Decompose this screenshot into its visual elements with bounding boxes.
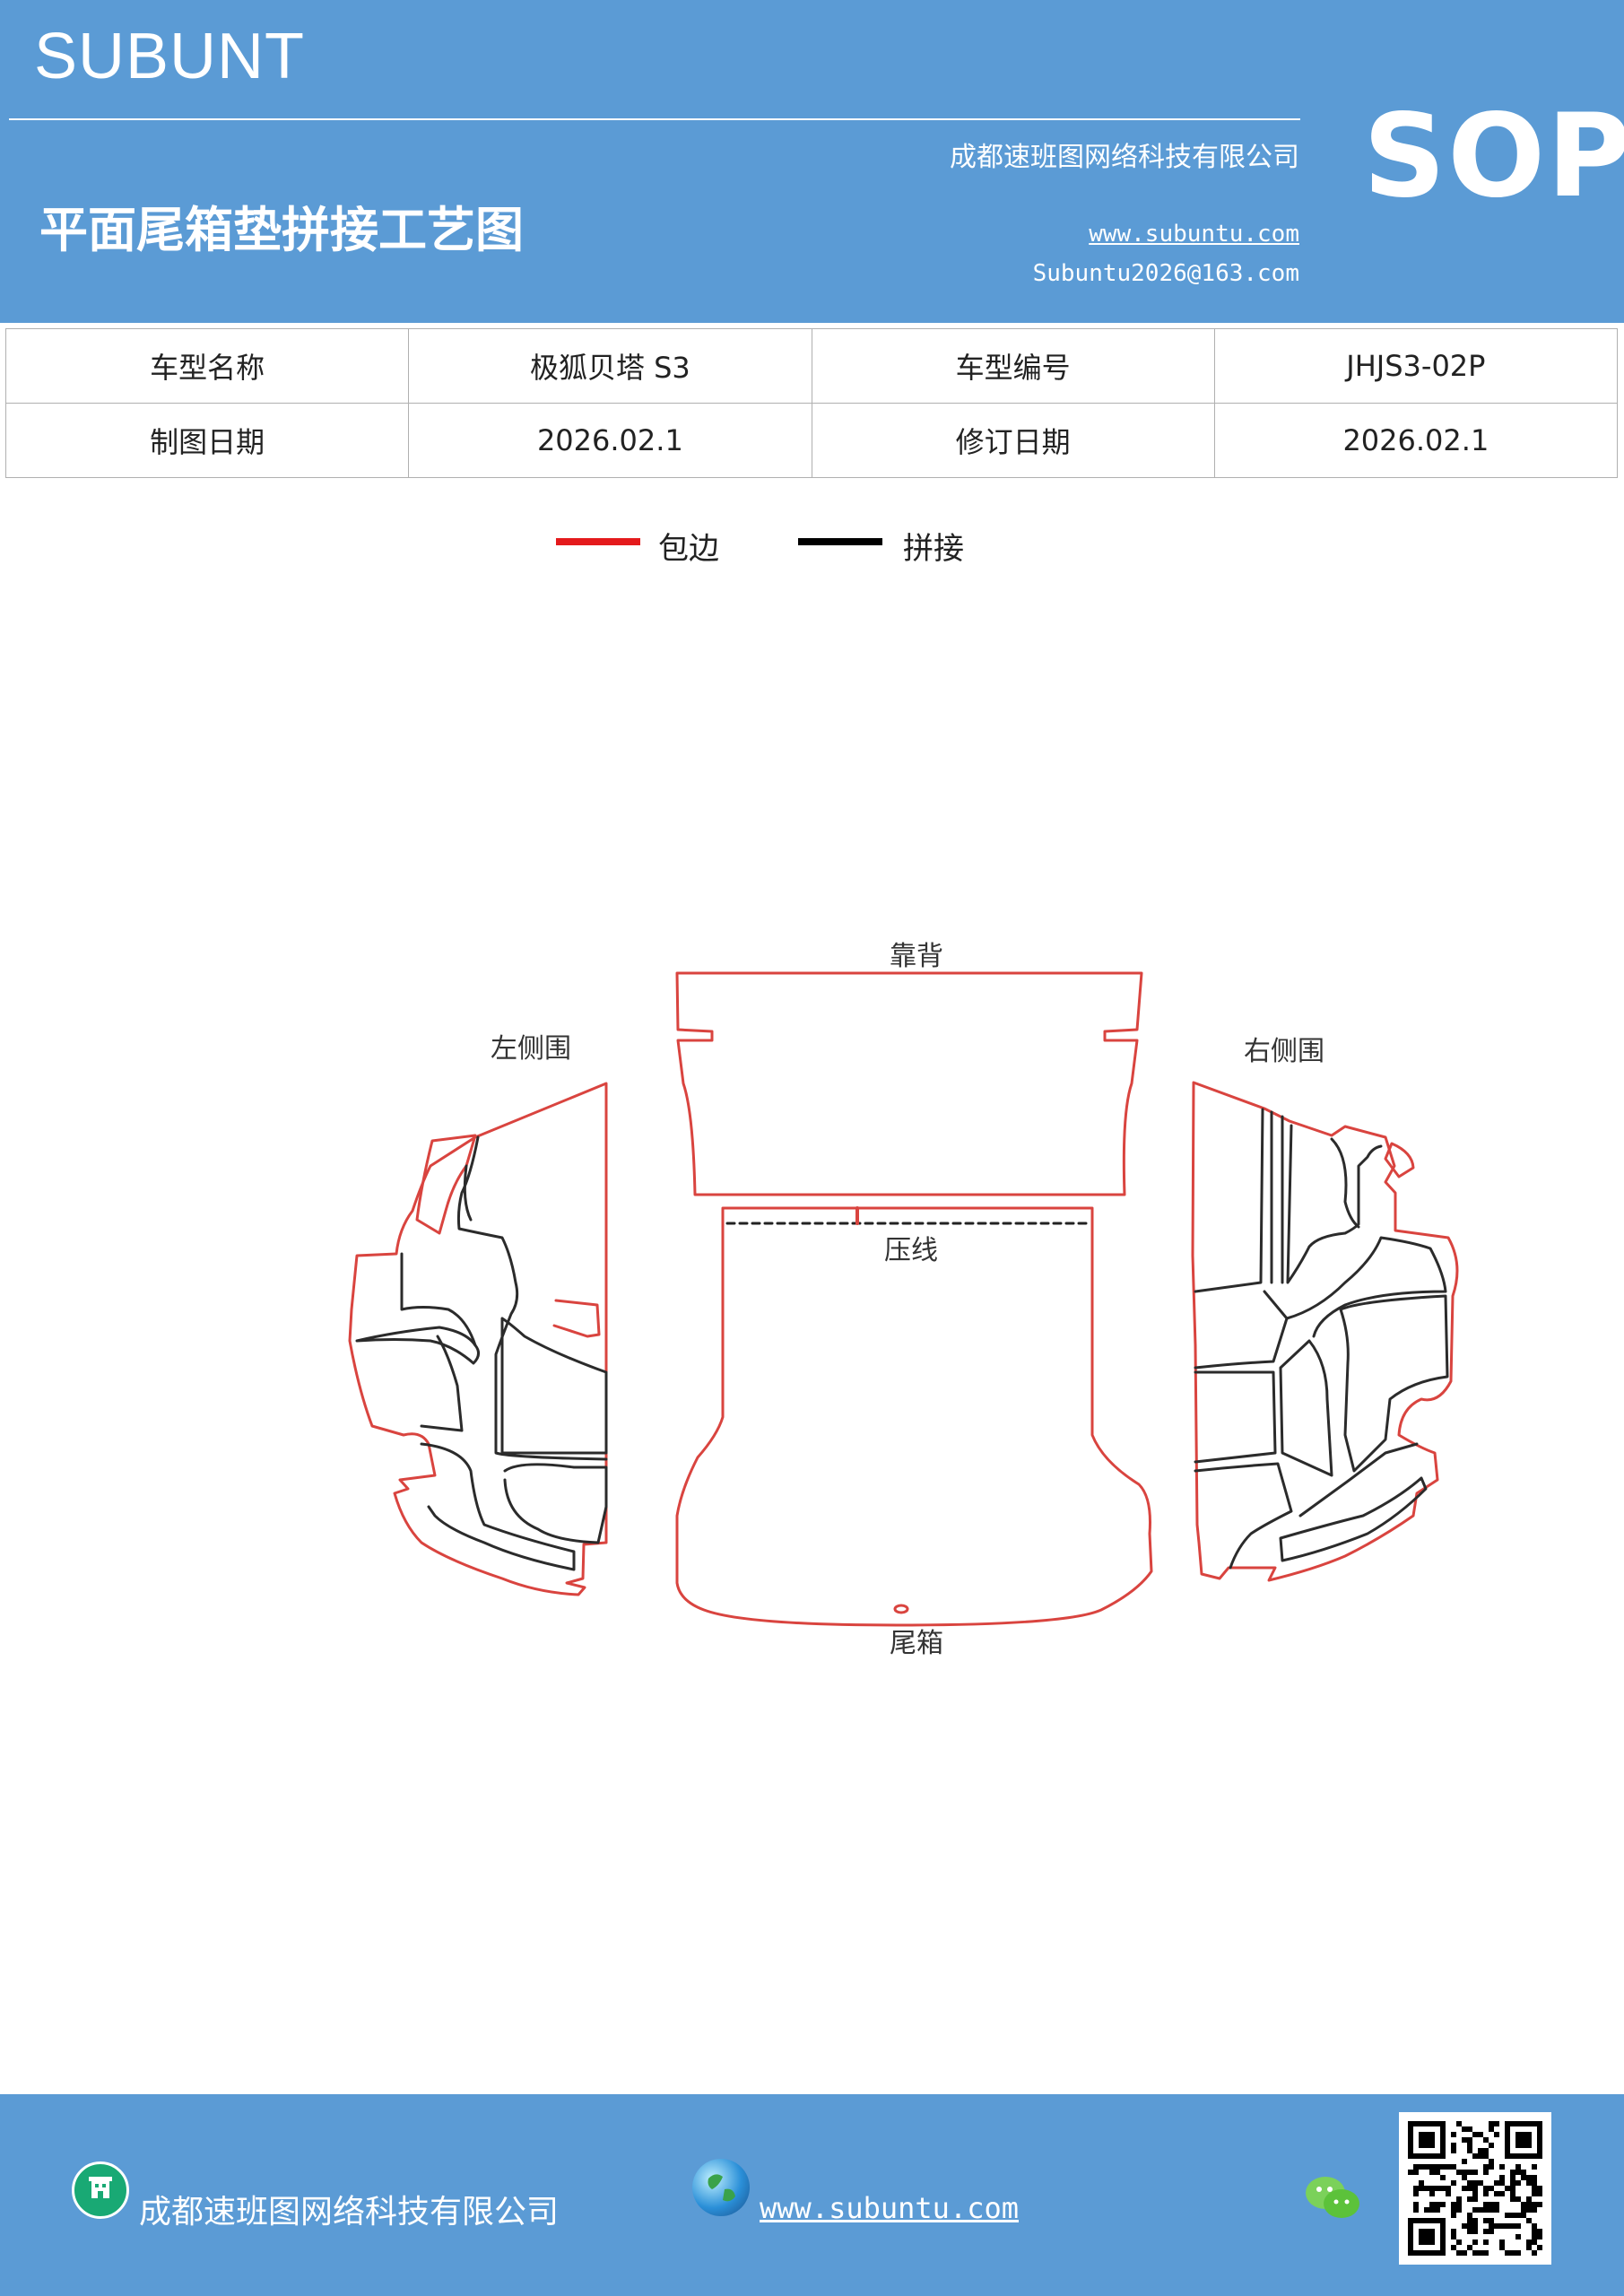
right-seam-4 (1286, 1124, 1383, 1284)
left-seam-4 (420, 1335, 464, 1432)
value-revision-date: 2026.02.1 (1213, 403, 1619, 478)
right-seam-8 (1194, 1370, 1277, 1464)
right-seam-9 (1279, 1339, 1333, 1477)
right-seam-6 (1194, 1290, 1289, 1370)
backrest-outline (675, 971, 1143, 1196)
label-draw-date: 制图日期 (4, 403, 410, 478)
left-notch (552, 1299, 601, 1338)
header-divider (9, 118, 1300, 120)
wechat-icon (1302, 2171, 1365, 2229)
left-inner-edge (463, 1164, 473, 1222)
legend-label-edge: 包边 (658, 531, 719, 567)
footer-company-name: 成都速班图网络科技有限公司 (139, 2194, 560, 2231)
label-crease: 压线 (884, 1235, 938, 1266)
footer-website-link[interactable]: www.subuntu.com (760, 2191, 1019, 2225)
right-top-tab (1384, 1142, 1415, 1178)
sop-badge: SOP (1363, 90, 1624, 223)
trunk-mat-diagram: 靠背 压线 尾箱 左侧围 (348, 941, 1459, 1659)
building-icon (72, 2161, 129, 2219)
label-model-code: 车型编号 (811, 328, 1215, 404)
left-seam-7 (503, 1463, 608, 1544)
brand-name: SUBUNT (34, 21, 306, 92)
label-trunk: 尾箱 (890, 1628, 943, 1659)
left-seam-1 (456, 1135, 608, 1461)
right-seam-12 (1279, 1476, 1428, 1562)
left-upper-block (415, 1134, 477, 1235)
globe-icon (692, 2159, 750, 2216)
left-seam-2 (355, 1326, 480, 1365)
right-outer-outline (1191, 1081, 1459, 1582)
trunk-outline (675, 1206, 1153, 1627)
center-mark (893, 1604, 909, 1614)
left-side-panel: 左侧围 (348, 1033, 608, 1596)
right-seam-5 (1330, 1137, 1360, 1229)
value-draw-date: 2026.02.1 (408, 403, 812, 478)
legend-swatch-edge (556, 538, 640, 545)
right-seam-7 (1285, 1236, 1447, 1338)
label-right-side: 右侧围 (1244, 1036, 1324, 1067)
value-model-code: JHJS3-02P (1213, 328, 1619, 404)
table-row: 制图日期 2026.02.1 修订日期 2026.02.1 (4, 403, 1619, 478)
backrest-panel: 靠背 (675, 941, 1143, 1196)
left-seam-3 (400, 1252, 477, 1347)
legend-label-seam: 拼接 (903, 531, 964, 567)
company-name: 成都速班图网络科技有限公司 (950, 142, 1299, 173)
left-seam-6 (500, 1317, 608, 1455)
label-left-side: 左侧围 (491, 1033, 571, 1065)
qr-code (1399, 2112, 1551, 2265)
trunk-panel: 压线 尾箱 (675, 1206, 1153, 1659)
right-seam-1 (1194, 1108, 1264, 1293)
label-model-name: 车型名称 (4, 328, 410, 404)
website-link[interactable]: www.subuntu.com (1089, 221, 1299, 248)
value-model-name: 极狐贝塔 S3 (408, 328, 812, 404)
right-seam-11 (1194, 1462, 1293, 1570)
footer: 成都速班图网络科技有限公司 www.subuntu.com (0, 2094, 1624, 2296)
legend-swatch-seam (798, 538, 882, 545)
label-revision-date: 修订日期 (811, 403, 1215, 478)
left-outer-outline (348, 1082, 608, 1596)
legend: 包边 拼接 (0, 520, 1624, 574)
right-side-panel: 右侧围 (1191, 1036, 1459, 1582)
document-title: 平面尾箱垫拼接工艺图 (39, 202, 524, 258)
model-info-table: 车型名称 极狐贝塔 S3 车型编号 JHJS3-02P 制图日期 2026.02… (4, 328, 1619, 478)
table-row: 车型名称 极狐贝塔 S3 车型编号 JHJS3-02P (4, 328, 1619, 404)
header-banner: SUBUNT 成都速班图网络科技有限公司 平面尾箱垫拼接工艺图 www.subu… (0, 0, 1624, 323)
email-address: Subuntu2026@163.com (1032, 260, 1299, 287)
right-seam-13 (1298, 1442, 1419, 1518)
left-seam-5 (420, 1442, 576, 1571)
right-seam-10 (1339, 1294, 1449, 1473)
label-backrest: 靠背 (890, 941, 943, 972)
